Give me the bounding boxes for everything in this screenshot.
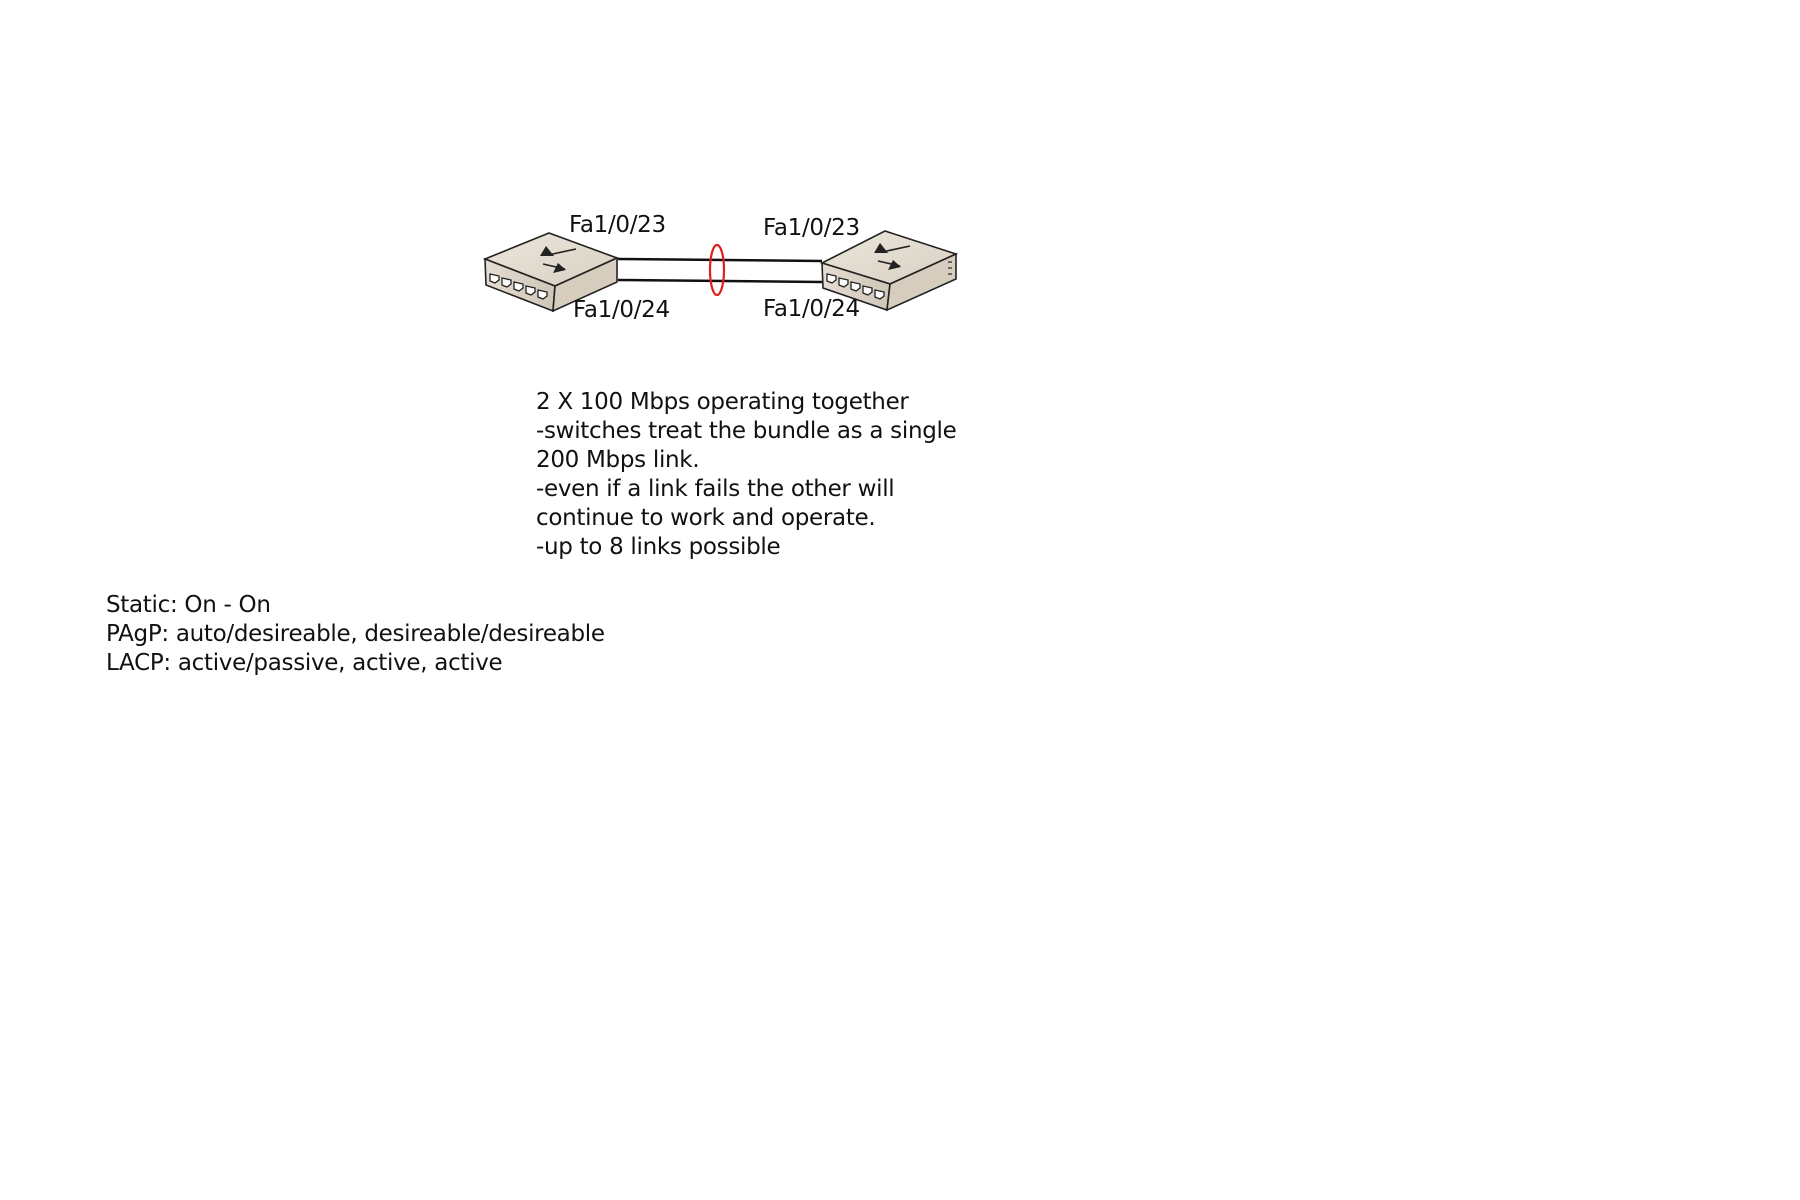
bundle-marker [708,243,726,297]
description-line: 200 Mbps link. [536,447,700,473]
channel-modes-notes: Static: On - On PAgP: auto/desireable, d… [106,591,605,678]
right-port-bottom-label: Fa1/0/24 [763,296,860,322]
mode-static-line: Static: On - On [106,592,271,618]
left-switch-icon [482,232,620,313]
description-notes: 2 X 100 Mbps operating together -switche… [536,388,957,562]
description-line: continue to work and operate. [536,505,876,531]
mode-pagp-line: PAgP: auto/desireable, desireable/desire… [106,621,605,647]
right-port-top-label: Fa1/0/23 [763,215,860,241]
description-line: -even if a link fails the other will [536,476,895,502]
link-bottom [617,278,823,284]
description-line: -switches treat the bundle as a single [536,418,957,444]
link-top [617,257,823,263]
description-line: -up to 8 links possible [536,534,781,560]
left-port-bottom-label: Fa1/0/24 [573,297,670,323]
right-switch-icon [819,230,959,312]
description-line: 2 X 100 Mbps operating together [536,389,909,415]
left-port-top-label: Fa1/0/23 [569,212,666,238]
mode-lacp-line: LACP: active/passive, active, active [106,650,503,676]
